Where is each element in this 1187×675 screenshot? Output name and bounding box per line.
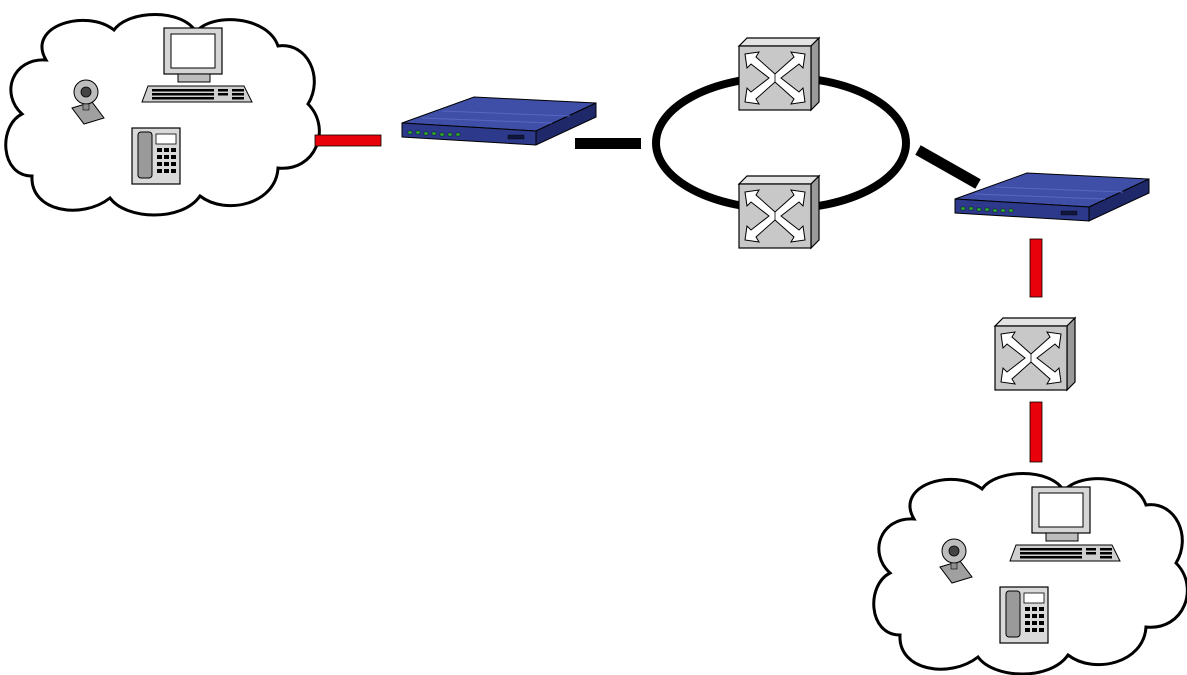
site-b-cloud-icon [872, 472, 1187, 675]
ring-switch-bottom-icon [738, 175, 820, 249]
switch-site-b-link [1029, 401, 1043, 463]
site-a-cloud-icon [4, 13, 321, 217]
edge-router-a-icon [401, 96, 597, 146]
site-a-access-link [314, 134, 382, 147]
ring-switch-top-icon [738, 37, 820, 111]
router-b-switch-link [1029, 238, 1043, 298]
edge-router-b-icon [954, 172, 1150, 222]
access-switch-b-icon [994, 317, 1076, 391]
core-link-a [575, 138, 641, 149]
core-link-b [915, 145, 981, 189]
